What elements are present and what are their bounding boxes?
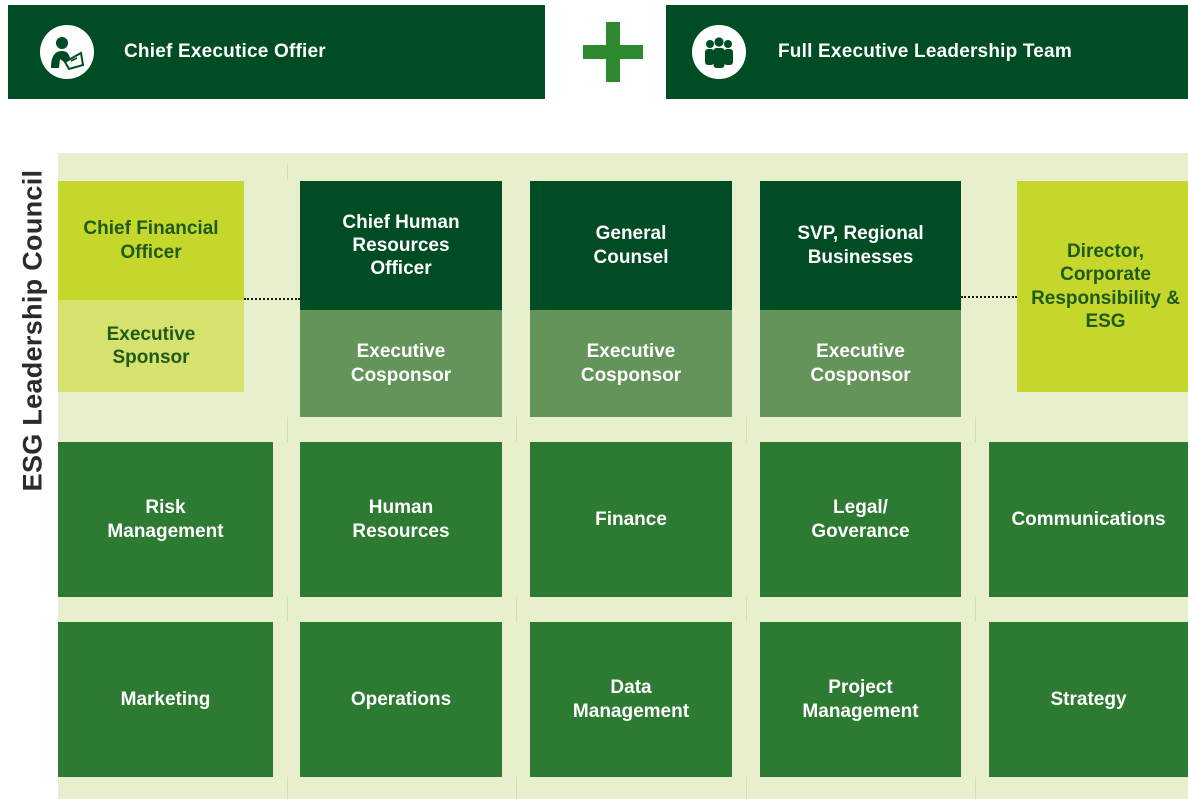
sponsor-connector — [244, 298, 300, 300]
sponsor-role: Chief Financial Officer — [58, 181, 244, 300]
function-risk-management: Risk Management — [58, 442, 273, 597]
cosponsor-role-counsel: General Counsel — [530, 181, 732, 310]
council-title: ESG Leadership Council — [17, 169, 48, 491]
function-finance: Finance — [530, 442, 732, 597]
function-marketing: Marketing — [58, 622, 273, 777]
function-legal-governance: Legal/ Goverance — [760, 442, 961, 597]
ceo-label: Chief Executice Offier — [124, 41, 326, 62]
cosponsor-designation-svp: Executive Cosponsor — [760, 310, 961, 417]
esg-director: Director, Corporate Responsibility & ESG — [1017, 181, 1188, 392]
function-data-management: Data Management — [530, 622, 732, 777]
function-strategy: Strategy — [989, 622, 1188, 777]
ceo-banner: Chief Executice Offier — [8, 5, 545, 99]
function-human-resources: Human Resources — [300, 442, 502, 597]
director-connector — [961, 296, 1017, 298]
cosponsor-role-chro: Chief Human Resources Officer — [300, 181, 502, 310]
group-people-icon — [692, 25, 746, 79]
function-operations: Operations — [300, 622, 502, 777]
function-project-management: Project Management — [760, 622, 961, 777]
cosponsor-role-svp: SVP, Regional Businesses — [760, 181, 961, 310]
person-reading-icon — [40, 25, 94, 79]
cosponsor-designation-chro: Executive Cosponsor — [300, 310, 502, 417]
executive-team-banner: Full Executive Leadership Team — [666, 5, 1188, 99]
executive-team-label: Full Executive Leadership Team — [778, 41, 1072, 62]
sponsor-designation: Executive Sponsor — [58, 300, 244, 392]
cosponsor-designation-counsel: Executive Cosponsor — [530, 310, 732, 417]
plus-icon — [583, 22, 643, 82]
function-communications: Communications — [989, 442, 1188, 597]
